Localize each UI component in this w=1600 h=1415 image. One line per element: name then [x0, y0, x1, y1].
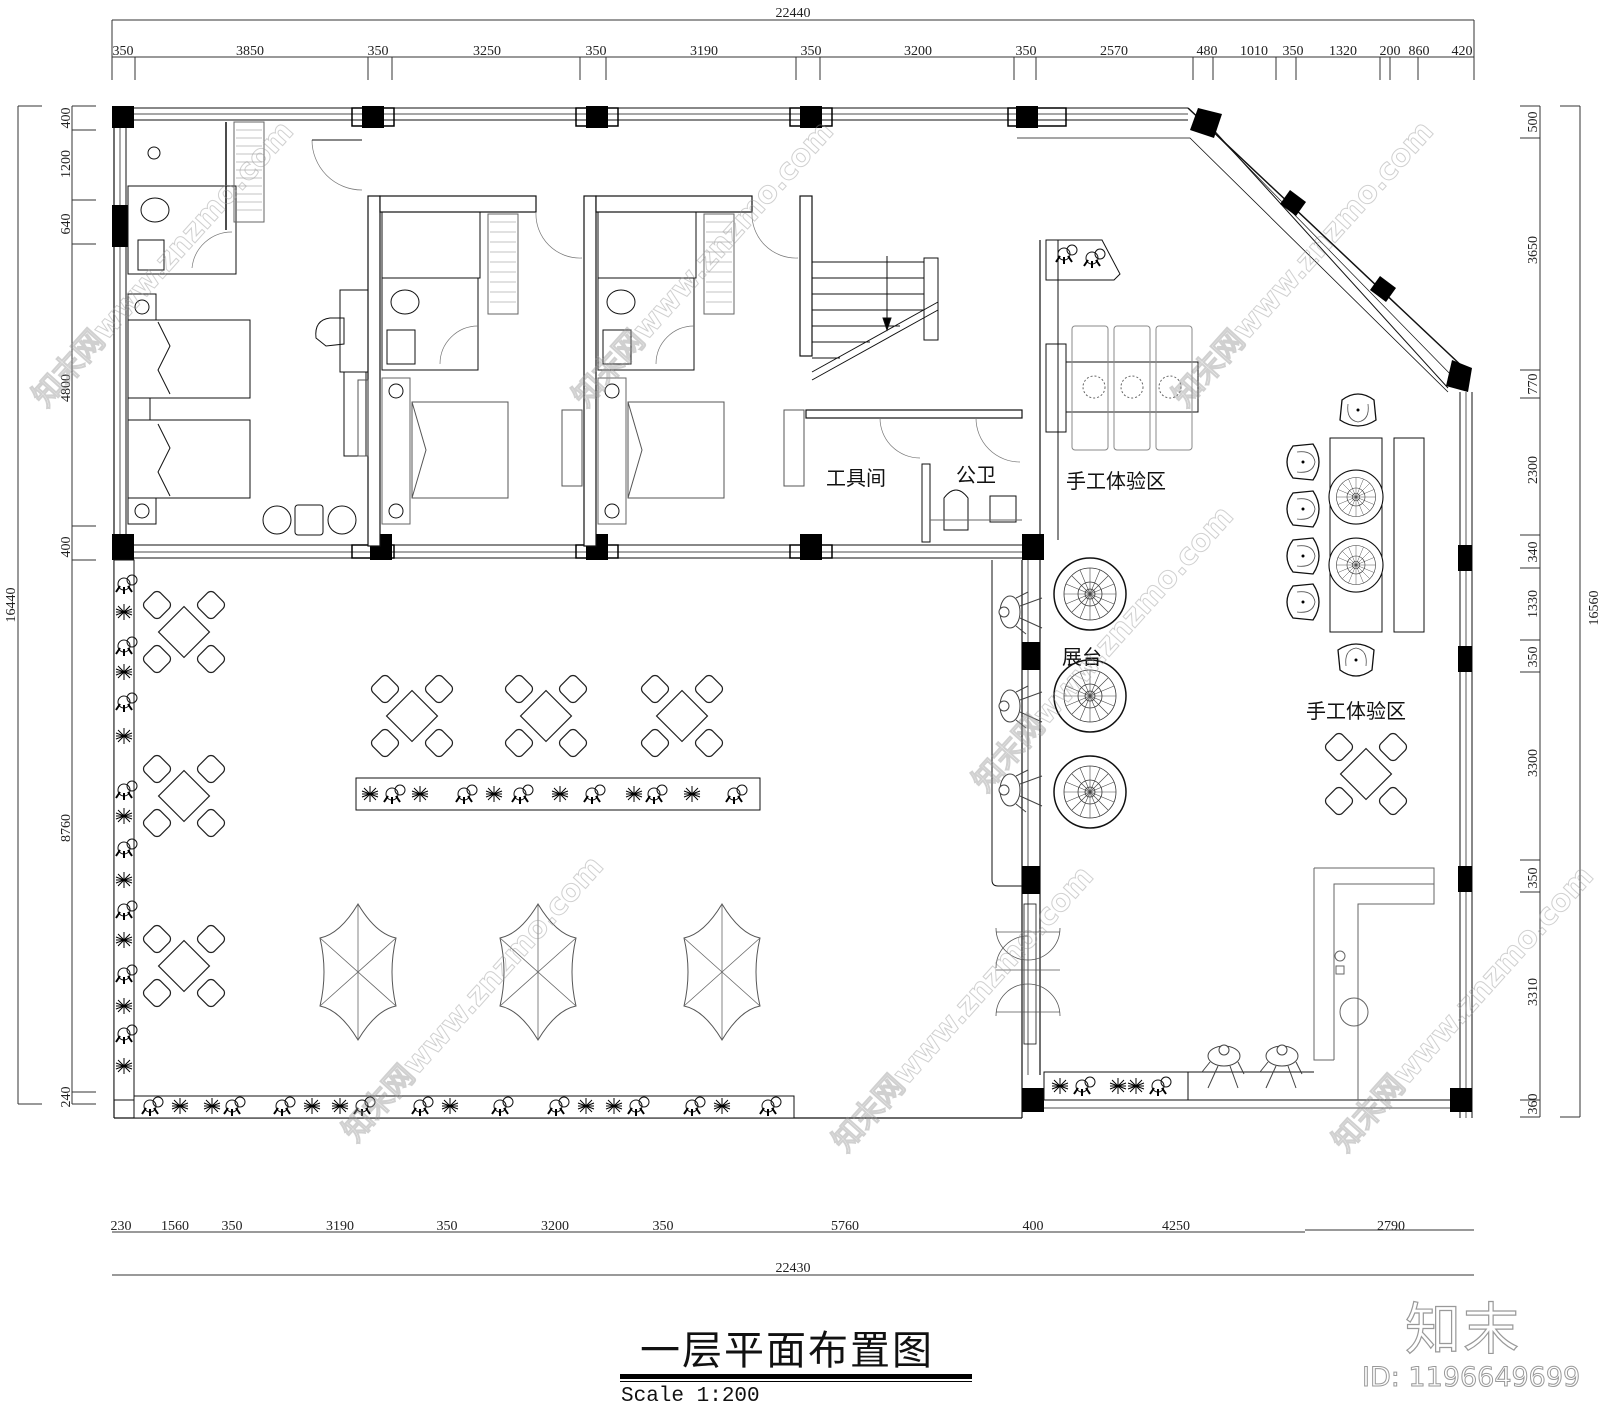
dimension-label: 360: [1526, 1094, 1541, 1115]
dimension-label: 3850: [236, 44, 264, 59]
guest-room-2: [357, 211, 583, 525]
dim-left-total: 16440: [4, 588, 19, 623]
dimension-label: 2790: [1377, 1219, 1405, 1234]
dim-left-segments: 400 1200 640 4800 400 8760 240: [59, 108, 74, 1108]
room-partition-walls: [367, 195, 1023, 547]
dimension-label: 3190: [326, 1219, 354, 1234]
dimension-label: 1200: [59, 150, 74, 178]
planter-right-bottom: [1043, 1071, 1189, 1101]
exterior-walls: [112, 107, 1473, 1119]
dimension-label: 3250: [473, 44, 501, 59]
dimension-label: 5760: [831, 1219, 859, 1234]
dimension-label: 1330: [1526, 590, 1541, 618]
dimension-label: 860: [1409, 44, 1430, 59]
dimension-right: [1520, 105, 1581, 1118]
title-underline-thin: [620, 1381, 972, 1382]
planter-left: [113, 559, 138, 1101]
label-tool-room: 工具间: [826, 466, 886, 490]
guest-room-3: [561, 211, 805, 525]
dimension-label: 400: [1023, 1219, 1044, 1234]
dimension-label: 3200: [904, 44, 932, 59]
dim-right-segments: 500 3650 770 2300 340 1330 350 3300 350 3310 360: [1526, 112, 1541, 1115]
dimension-label: 500: [1526, 112, 1541, 133]
dimension-label: 3310: [1526, 978, 1541, 1006]
dimension-label: 350: [586, 44, 607, 59]
dimension-label: 1320: [1329, 44, 1357, 59]
dimension-left: [17, 105, 96, 1105]
dimension-label: 350: [1526, 647, 1541, 668]
dimension-label: 350: [1016, 44, 1037, 59]
dimension-label: 230: [111, 1219, 132, 1234]
dimension-label: 240: [59, 1087, 74, 1108]
dimension-label: 350: [368, 44, 389, 59]
dim-bottom-total: 22430: [776, 1261, 811, 1276]
dimension-label: 350: [437, 1219, 458, 1234]
dimension-label: 350: [222, 1219, 243, 1234]
dimension-top: [111, 19, 1475, 80]
dimension-label: 350: [113, 44, 134, 59]
dim-right-total: 16560: [1587, 591, 1600, 626]
dimension-label: 400: [59, 108, 74, 129]
dimension-label: 3650: [1526, 236, 1541, 264]
tool-room-and-toilet: [879, 417, 1022, 543]
craft-area-upper: [1045, 239, 1199, 451]
dimension-label: 770: [1526, 374, 1541, 395]
planter-center: [355, 777, 761, 811]
dimension-label: 200: [1380, 44, 1401, 59]
dim-top-total: 22440: [776, 6, 811, 21]
dimension-label: 3200: [541, 1219, 569, 1234]
dim-top-segments: 350 3850 350 3250 350 3190 350 3200 350 2570 480 10…: [113, 44, 1473, 59]
dimension-label: 640: [59, 214, 74, 235]
dimension-label: 8760: [59, 814, 74, 842]
reception-counter: [1044, 867, 1435, 1100]
dimension-label: 350: [653, 1219, 674, 1234]
outdoor-umbrellas: [319, 903, 761, 1041]
dimension-label: 350: [801, 44, 822, 59]
watermark-logo: 知末: [1404, 1297, 1521, 1363]
label-public-toilet: 公卫: [956, 463, 996, 487]
drawing-scale: Scale 1:200: [621, 1385, 760, 1408]
dim-bottom-segments: 230 1560 350 3190 350 3200 350 5760 400 4250 2790: [111, 1219, 1406, 1234]
staircase: [811, 256, 939, 381]
dimension-label: 1010: [1240, 44, 1268, 59]
title-underline: [620, 1374, 972, 1379]
dimension-label: 4250: [1162, 1219, 1190, 1234]
dimension-label: 4800: [59, 374, 74, 402]
display-wheels: [991, 557, 1127, 887]
dimension-label: 420: [1452, 44, 1473, 59]
dimension-label: 2300: [1526, 456, 1541, 484]
drawing-title: 一层平面布置图: [640, 1328, 934, 1374]
dimension-label: 1560: [161, 1219, 189, 1234]
dimension-label: 350: [1283, 44, 1304, 59]
dimension-label: 3190: [690, 44, 718, 59]
label-craft-area-2: 手工体验区: [1306, 699, 1406, 723]
watermark-id: ID: 1196649699: [1361, 1362, 1581, 1394]
guest-room-1: [127, 121, 377, 536]
dimension-label: 340: [1526, 542, 1541, 563]
planter-bottom: [133, 1095, 795, 1119]
entrance-doors: [995, 903, 1061, 1045]
dimension-label: 3300: [1526, 749, 1541, 777]
label-display: 展台: [1062, 645, 1102, 669]
structural-columns: [112, 106, 1472, 1112]
label-craft-area-1: 手工体验区: [1066, 469, 1166, 493]
craft-area-wheels: [1286, 393, 1425, 818]
dimension-label: 350: [1526, 868, 1541, 889]
dimension-label: 400: [59, 537, 74, 558]
dimension-label: 2570: [1100, 44, 1128, 59]
dimension-bottom: [112, 1229, 1474, 1276]
dimension-label: 480: [1197, 44, 1218, 59]
